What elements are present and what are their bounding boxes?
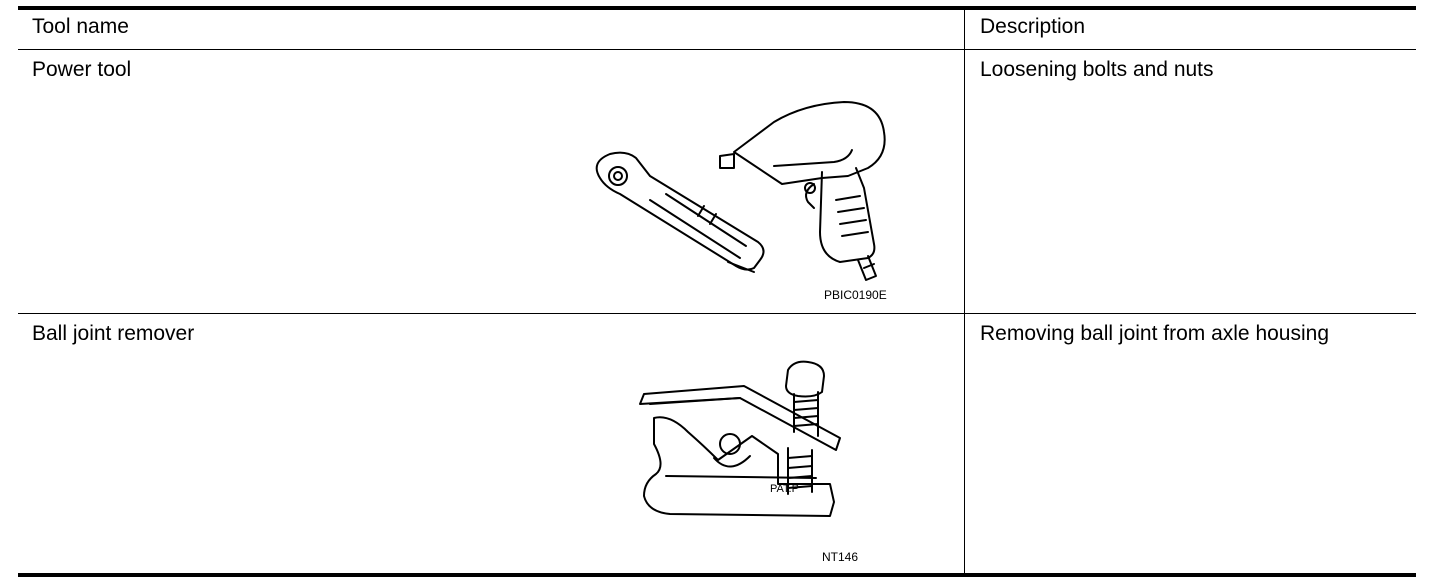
ball-joint-remover-illustration-icon: PAT.P [639,360,841,517]
table-bottom-rule [18,573,1416,577]
header-divider [18,49,1416,50]
row-power-tool-name: Power tool [32,58,132,81]
power-tool-illustration-icon [595,101,886,281]
figure-code-ball-joint-remover: NT146 [822,550,859,564]
column-divider [964,6,965,576]
row-ball-joint-remover-description: Removing ball joint from axle housing [980,322,1330,345]
table-top-rule [18,6,1416,10]
row-divider [18,313,1416,314]
header-description: Description [980,15,1086,38]
row-power-tool-description: Loosening bolts and nuts [980,58,1214,81]
figure-code-power-tool: PBIC0190E [824,288,887,302]
header-tool-name: Tool name [32,15,129,38]
row-ball-joint-remover-name: Ball joint remover [32,322,195,345]
figure-label-pat: PAT.P [770,483,799,495]
tool-table: Tool name Description Power tool Looseni… [18,6,1416,578]
